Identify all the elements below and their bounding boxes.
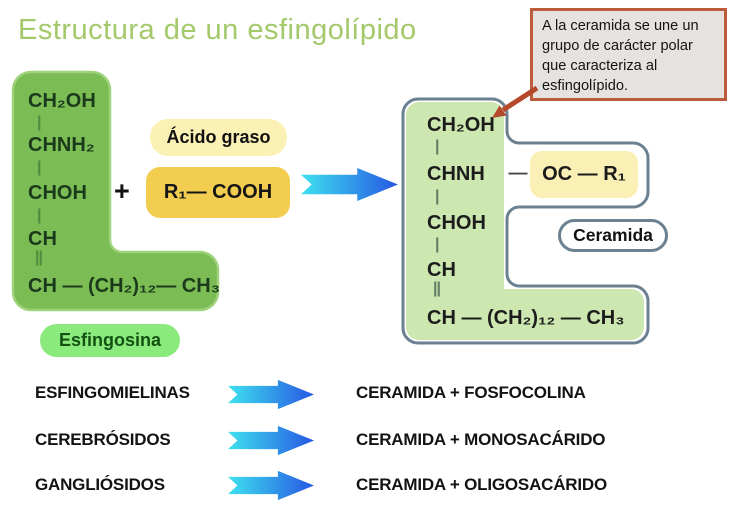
formula-line: CHNH₂: [28, 134, 95, 156]
derivative-composition: CERAMIDA + FOSFOCOLINA: [356, 383, 586, 402]
esfingosina-label: Esfingosina: [40, 324, 180, 357]
formula-line: CH₂OH: [427, 114, 495, 136]
formula-line: CH: [427, 259, 456, 281]
derivative-name: CEREBRÓSIDOS: [35, 430, 171, 449]
plus-sign: +: [114, 176, 130, 206]
formula-line: CH — (CH₂)₁₂ — CH₃: [427, 307, 625, 329]
double-bond: ||: [433, 280, 441, 297]
page-title: Estructura de un esfingolípido: [18, 14, 417, 46]
single-bond: |: [37, 207, 42, 224]
row-arrow-icon: [228, 425, 314, 456]
formula-line: CHNH: [427, 163, 485, 185]
single-bond: |: [37, 114, 42, 131]
sphingosine-formula: CH₂OH | CHNH₂ | CHOH | CH || CH — (CH₂)₁…: [13, 72, 220, 310]
single-bond: |: [435, 138, 440, 155]
derivative-name: GANGLIÓSIDOS: [35, 475, 165, 494]
formula-line: CH — (CH₂)₁₂— CH₃: [28, 275, 220, 297]
derivative-composition: CERAMIDA + MONOSACÁRIDO: [356, 430, 606, 449]
double-bond: ||: [35, 249, 43, 266]
formula-line: CH₂OH: [28, 90, 96, 112]
callout-box: A la ceramida se une un grupo de carácte…: [530, 8, 727, 101]
single-bond: |: [435, 188, 440, 205]
acido-graso-label: Ácido graso: [150, 119, 287, 156]
fatty-acid-formula: R₁— COOH: [146, 167, 290, 218]
ceramida-label: Ceramida: [558, 219, 668, 252]
derivative-composition: CERAMIDA + OLIGOSACÁRIDO: [356, 475, 607, 494]
amide-bond-dash: —: [508, 163, 528, 184]
formula-line: CH: [28, 228, 57, 250]
row-arrow-icon: [228, 379, 314, 410]
row-arrow-icon: [228, 470, 314, 501]
acyl-group-box: OC — R₁: [530, 151, 638, 198]
single-bond: |: [37, 159, 42, 176]
derivative-name: ESFINGOMIELINAS: [35, 383, 190, 402]
single-bond: |: [435, 236, 440, 253]
formula-line: CHOH: [28, 182, 87, 204]
formula-line: CHOH: [427, 212, 486, 234]
reaction-arrow-icon: [301, 168, 398, 201]
ceramide-formula: CH₂OH | CHNH | CHOH | CH || CH — (CH₂)₁₂…: [403, 100, 648, 342]
